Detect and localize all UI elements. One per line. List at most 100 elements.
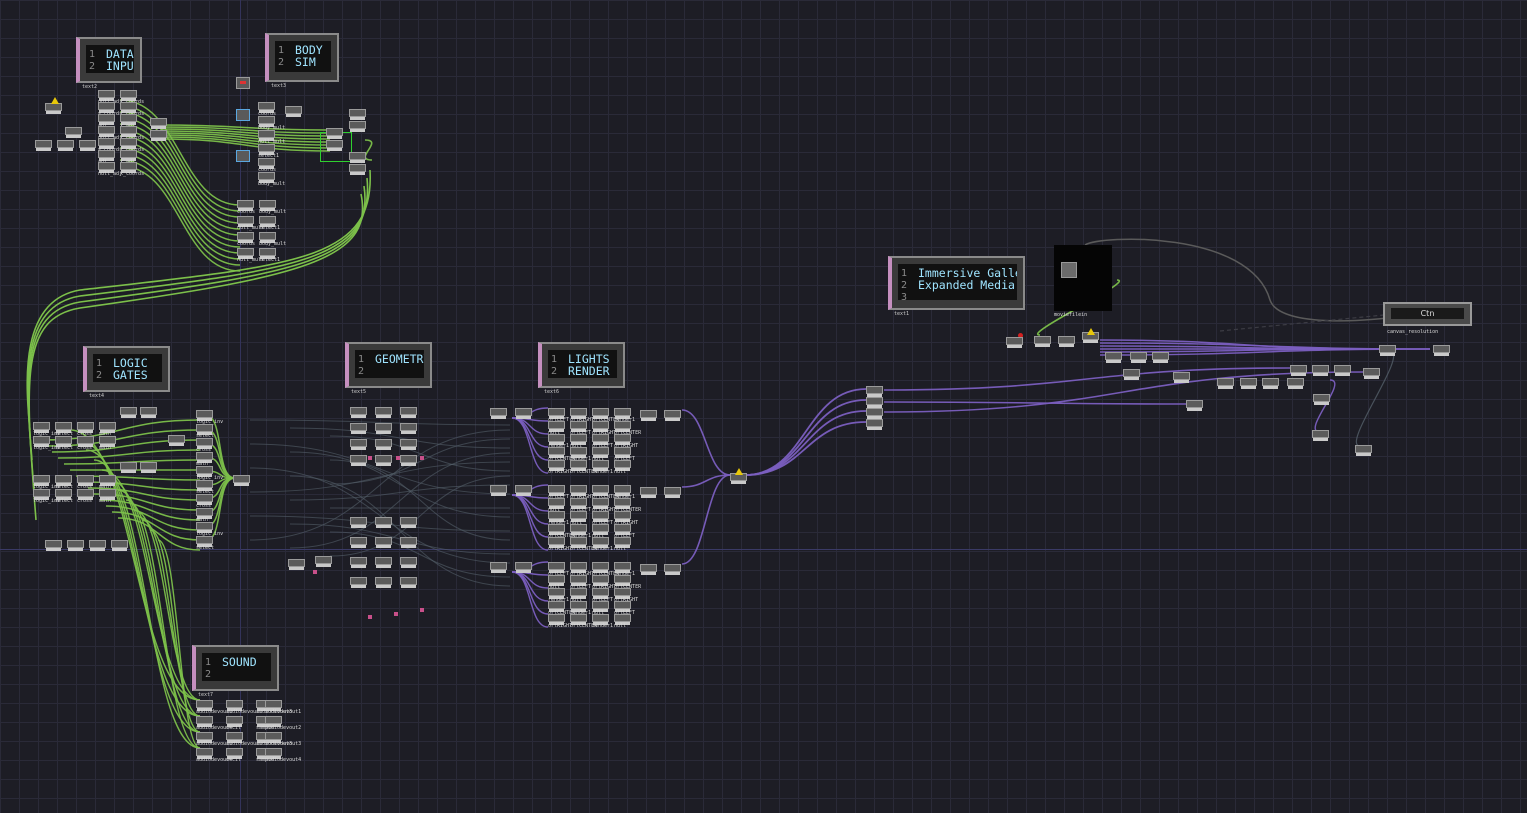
data-op[interactable] <box>35 140 52 151</box>
light-op[interactable] <box>490 408 507 419</box>
light-op[interactable] <box>548 408 565 419</box>
geom-op[interactable] <box>400 439 417 450</box>
data-op[interactable] <box>150 130 167 141</box>
body-op[interactable] <box>237 200 254 211</box>
logic-op[interactable] <box>77 489 94 500</box>
light-op[interactable] <box>570 485 587 496</box>
light-op[interactable] <box>614 421 631 432</box>
light-op[interactable] <box>640 564 657 575</box>
light-op[interactable] <box>515 408 532 419</box>
geom-op[interactable] <box>375 557 392 568</box>
body-op[interactable] <box>258 130 275 141</box>
data-op[interactable] <box>120 114 137 125</box>
output-op[interactable] <box>1058 336 1075 347</box>
light-op[interactable] <box>592 434 609 445</box>
light-op[interactable] <box>614 601 631 612</box>
geom-op[interactable] <box>400 577 417 588</box>
logic-op[interactable] <box>196 424 213 435</box>
geom-op[interactable] <box>400 557 417 568</box>
light-op[interactable] <box>570 601 587 612</box>
light-op[interactable] <box>570 511 587 522</box>
output-op[interactable] <box>1152 352 1169 363</box>
logic-op[interactable] <box>196 494 213 505</box>
logic-op[interactable] <box>196 508 213 519</box>
logic-op[interactable] <box>77 436 94 447</box>
light-op[interactable] <box>570 562 587 573</box>
light-op[interactable] <box>592 588 609 599</box>
light-op[interactable] <box>570 460 587 471</box>
logic-op[interactable] <box>33 489 50 500</box>
light-op[interactable] <box>592 511 609 522</box>
data-op[interactable] <box>98 150 115 161</box>
data-op[interactable] <box>120 162 137 173</box>
body-op[interactable] <box>237 232 254 243</box>
light-op[interactable] <box>614 562 631 573</box>
light-op[interactable] <box>548 575 565 586</box>
light-op[interactable] <box>548 421 565 432</box>
text-top-geometry[interactable]: 1 2GEOMETRY text5 <box>345 342 432 395</box>
light-op[interactable] <box>592 614 609 625</box>
body-op[interactable] <box>259 216 276 227</box>
output-op[interactable] <box>1130 352 1147 363</box>
light-op[interactable] <box>570 524 587 535</box>
light-op[interactable] <box>548 614 565 625</box>
light-op[interactable] <box>515 485 532 496</box>
logic-op[interactable] <box>196 438 213 449</box>
logic-op[interactable] <box>99 436 116 447</box>
data-op[interactable] <box>120 138 137 149</box>
geom-op[interactable] <box>350 517 367 528</box>
output-op[interactable] <box>1379 345 1396 356</box>
data-op[interactable] <box>150 118 167 129</box>
geom-op[interactable] <box>350 423 367 434</box>
logic-op[interactable] <box>33 422 50 433</box>
output-op[interactable] <box>1363 368 1380 379</box>
sound-op[interactable] <box>226 716 243 727</box>
output-op[interactable] <box>1313 394 1330 405</box>
geom-op[interactable] <box>400 517 417 528</box>
light-op[interactable] <box>614 447 631 458</box>
output-op[interactable] <box>1312 430 1329 441</box>
output-op[interactable] <box>866 419 883 430</box>
light-op[interactable] <box>614 485 631 496</box>
body-op[interactable] <box>349 152 366 163</box>
output-op[interactable] <box>1006 337 1023 348</box>
light-op[interactable] <box>614 575 631 586</box>
data-op[interactable] <box>57 140 74 151</box>
light-op[interactable] <box>614 434 631 445</box>
light-op[interactable] <box>570 588 587 599</box>
geom-op[interactable] <box>375 407 392 418</box>
output-op[interactable] <box>1123 369 1140 380</box>
light-op[interactable] <box>592 460 609 471</box>
logic-op[interactable] <box>120 462 137 473</box>
light-op[interactable] <box>592 421 609 432</box>
body-op[interactable] <box>259 232 276 243</box>
geom-op[interactable] <box>315 556 332 567</box>
logic-op[interactable] <box>77 422 94 433</box>
body-op[interactable] <box>349 164 366 175</box>
output-op[interactable] <box>1034 336 1051 347</box>
light-op[interactable] <box>592 562 609 573</box>
light-op[interactable] <box>548 562 565 573</box>
light-op[interactable] <box>640 487 657 498</box>
light-op[interactable] <box>570 537 587 548</box>
body-op[interactable] <box>258 144 275 155</box>
geom-op[interactable] <box>350 455 367 466</box>
output-op[interactable] <box>1334 365 1351 376</box>
button-comp-icon[interactable] <box>236 150 250 162</box>
logic-op[interactable] <box>120 407 137 418</box>
logic-op[interactable] <box>99 475 116 486</box>
body-op[interactable] <box>237 248 254 259</box>
light-op[interactable] <box>570 408 587 419</box>
body-op[interactable] <box>285 106 302 117</box>
body-op[interactable] <box>326 128 343 139</box>
logic-op[interactable] <box>99 422 116 433</box>
light-op[interactable] <box>570 447 587 458</box>
body-op[interactable] <box>259 248 276 259</box>
light-op[interactable] <box>592 524 609 535</box>
logic-op[interactable] <box>196 466 213 477</box>
light-op[interactable] <box>614 524 631 535</box>
light-op[interactable] <box>548 434 565 445</box>
light-op[interactable] <box>614 460 631 471</box>
